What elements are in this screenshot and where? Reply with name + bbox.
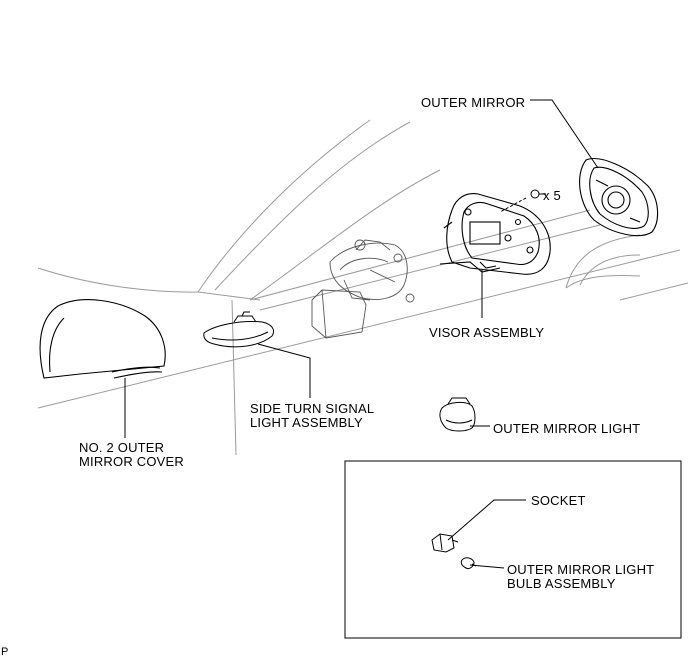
label-bulb-assembly-line2: BULB ASSEMBLY [507, 576, 616, 591]
label-corner-code: P [1, 646, 9, 658]
label-outer-mirror-light: OUTER MIRROR LIGHT [493, 421, 641, 436]
outer-mirror-part [579, 158, 659, 237]
mirror-motor-bracket [311, 239, 415, 339]
label-screw-count: x 5 [543, 188, 561, 203]
outer-mirror-light-part [439, 397, 476, 432]
label-side-turn-signal-line2: LIGHT ASSEMBLY [250, 415, 363, 430]
visor-assembly-part [439, 193, 551, 275]
label-socket: SOCKET [531, 493, 586, 508]
label-side-turn-signal-line1: SIDE TURN SIGNAL [250, 401, 375, 416]
side-turn-signal-light-part [203, 311, 275, 348]
screw-icon [530, 189, 546, 199]
screw-guide-dashed [499, 197, 527, 213]
label-outer-mirror: OUTER MIRROR [421, 95, 526, 110]
bulb-assembly-part [460, 557, 477, 569]
label-no2-outer-mirror-cover-line1: NO. 2 OUTER [79, 440, 165, 455]
label-no2-outer-mirror-cover-line2: MIRROR COVER [79, 454, 184, 469]
label-bulb-assembly-line1: OUTER MIRROR LIGHT [507, 562, 655, 577]
label-visor-assembly: VISOR ASSEMBLY [429, 325, 545, 340]
leader-lines [124, 99, 599, 569]
socket-part [431, 533, 459, 553]
no2-outer-mirror-cover-part [39, 299, 166, 379]
detail-inset-box [344, 460, 682, 639]
